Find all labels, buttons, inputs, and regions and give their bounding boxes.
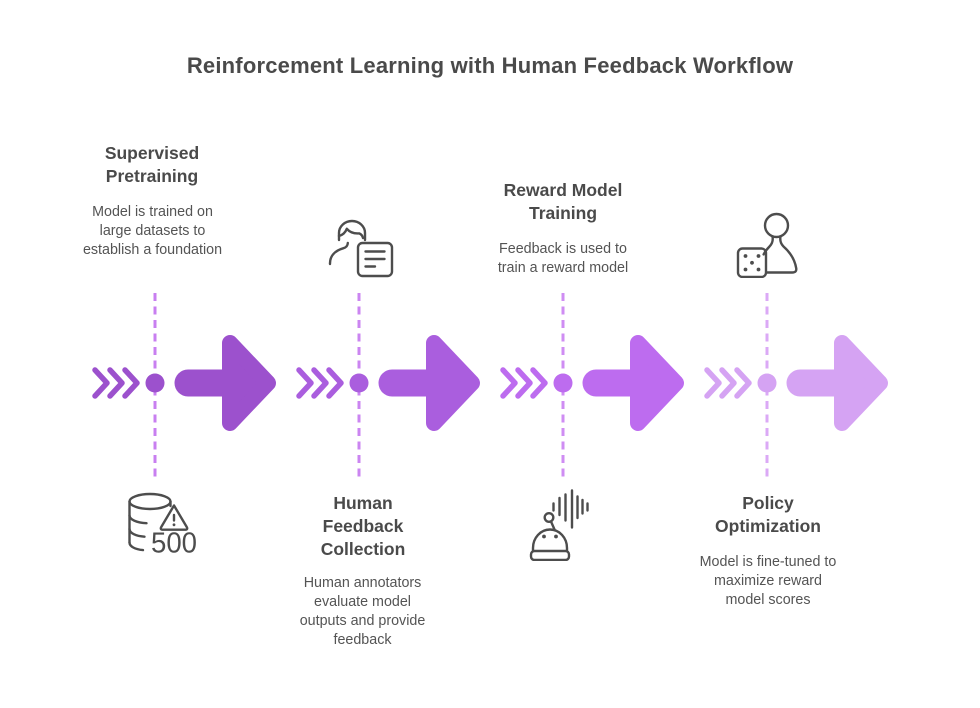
node-dot xyxy=(349,373,369,393)
flow-group-step-3 xyxy=(500,293,684,480)
step-description-policy-optimization: Model is fine-tuned to maximize reward m… xyxy=(699,554,837,608)
step-heading-supervised-pretraining: Supervised Pretraining xyxy=(104,143,200,186)
forward-arrow-icon xyxy=(378,335,480,431)
warning-triangle-icon xyxy=(159,504,189,531)
step-heading-policy-optimization: Policy Optimization xyxy=(715,493,821,536)
flow-group-step-1 xyxy=(92,293,276,480)
node-dot xyxy=(757,373,777,393)
triple-chevron-icon xyxy=(704,367,752,399)
triple-chevron-icon xyxy=(296,367,344,399)
step-description-supervised-pretraining: Model is trained on large datasets to es… xyxy=(82,204,223,258)
robot-voice-icon xyxy=(529,489,589,561)
step-heading-reward-model-training: Reward Model Training xyxy=(503,180,623,223)
database-error-icon: 500 xyxy=(128,492,197,560)
diagram-title: Reinforcement Learning with Human Feedba… xyxy=(186,53,794,78)
triple-chevron-icon xyxy=(92,367,140,399)
forward-arrow-icon xyxy=(786,335,888,431)
node-dot xyxy=(553,373,573,393)
step-heading-human-feedback-collection: Human Feedback Collection xyxy=(320,493,406,559)
voice-waveform-icon xyxy=(552,489,589,529)
flow-group-step-4 xyxy=(704,293,888,480)
node-dot xyxy=(145,373,165,393)
forward-arrow-icon xyxy=(582,335,684,431)
error-code-label: 500 xyxy=(151,528,197,560)
flow-group-step-2 xyxy=(296,293,480,480)
annotator-form-icon xyxy=(328,219,394,278)
die-icon xyxy=(736,247,768,278)
forward-arrow-icon xyxy=(174,335,276,431)
form-document-icon xyxy=(356,241,394,278)
step-description-human-feedback-collection: Human annotators evaluate model outputs … xyxy=(299,575,426,648)
pawn-die-icon xyxy=(736,212,798,278)
step-description-reward-model-training: Feedback is used to train a reward model xyxy=(497,241,629,276)
triple-chevron-icon xyxy=(500,367,548,399)
